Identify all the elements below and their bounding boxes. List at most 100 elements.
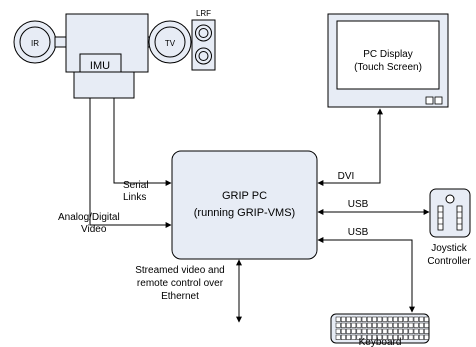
keyboard-key bbox=[398, 334, 403, 340]
keyboard-key bbox=[424, 334, 429, 340]
tv-label: TV bbox=[165, 39, 176, 48]
keyboard-key bbox=[366, 328, 372, 334]
keyboard-key bbox=[382, 322, 388, 328]
ethernet-link: Streamed video and remote control over E… bbox=[135, 259, 242, 323]
keyboard-key bbox=[382, 334, 388, 340]
dvi-label: DVI bbox=[338, 171, 355, 182]
keyboard-key bbox=[340, 322, 346, 328]
keyboard-key bbox=[340, 328, 346, 334]
joystick-label-line2: Controller bbox=[427, 256, 471, 267]
keyboard-key bbox=[413, 328, 419, 334]
usb-joystick-link: USB bbox=[317, 199, 430, 215]
keyboard-key bbox=[356, 328, 362, 334]
keyboard-key bbox=[392, 316, 398, 322]
keyboard-key bbox=[351, 316, 357, 322]
keyboard-key bbox=[361, 316, 367, 322]
ir-camera: IR bbox=[13, 20, 57, 64]
keyboard-key bbox=[377, 328, 383, 334]
keyboard-key bbox=[382, 316, 388, 322]
keyboard-key bbox=[403, 328, 409, 334]
ir-label: IR bbox=[31, 39, 39, 48]
keyboard-key bbox=[387, 334, 393, 340]
grip-pc-title: GRIP PC bbox=[222, 190, 267, 202]
keyboard-keys bbox=[335, 316, 429, 340]
pc-display: PC Display (Touch Screen) bbox=[327, 13, 449, 108]
keyboard-key bbox=[335, 316, 341, 322]
video-label-line2: Video bbox=[81, 224, 107, 235]
keyboard-key bbox=[387, 328, 393, 334]
keyboard-key bbox=[413, 316, 419, 322]
keyboard-key bbox=[351, 328, 357, 334]
keyboard-key bbox=[377, 316, 383, 322]
video-label-line1: Analog/Digital bbox=[58, 212, 120, 223]
keyboard-key bbox=[372, 334, 377, 340]
keyboard-key bbox=[408, 328, 414, 334]
usb-keyboard-label: USB bbox=[348, 227, 369, 238]
lrf-device: LRF bbox=[191, 9, 216, 71]
tv-camera: TV bbox=[148, 20, 192, 64]
keyboard-key bbox=[398, 316, 403, 322]
keyboard-key bbox=[377, 334, 383, 340]
grip-pc: GRIP PC (running GRIP-VMS) bbox=[171, 150, 318, 260]
keyboard-key bbox=[335, 328, 341, 334]
keyboard-key bbox=[361, 322, 367, 328]
keyboard-key bbox=[413, 334, 419, 340]
keyboard-key bbox=[424, 322, 429, 328]
serial-label-line2: Links bbox=[123, 192, 146, 203]
keyboard-key bbox=[346, 328, 351, 334]
keyboard-key bbox=[356, 316, 362, 322]
lrf-label: LRF bbox=[196, 9, 211, 18]
keyboard-key bbox=[366, 334, 372, 340]
keyboard-key bbox=[346, 316, 351, 322]
ethernet-label-line3: Ethernet bbox=[161, 291, 199, 302]
ir-mount bbox=[54, 36, 67, 48]
keyboard-key bbox=[392, 328, 398, 334]
keyboard-key bbox=[372, 316, 377, 322]
keyboard-key bbox=[366, 316, 372, 322]
keyboard-key bbox=[403, 322, 409, 328]
keyboard-key bbox=[398, 322, 403, 328]
joystick-controller: Joystick Controller bbox=[427, 188, 471, 267]
keyboard-key bbox=[403, 316, 409, 322]
keyboard-key bbox=[361, 334, 367, 340]
keyboard-key bbox=[361, 328, 367, 334]
serial-link: Serial Links bbox=[113, 98, 172, 203]
keyboard-key bbox=[340, 334, 346, 340]
keyboard-key bbox=[418, 322, 424, 328]
keyboard-key bbox=[356, 334, 362, 340]
imu-label: IMU bbox=[90, 60, 110, 72]
keyboard-key bbox=[424, 316, 429, 322]
keyboard-key bbox=[392, 334, 398, 340]
keyboard-key bbox=[377, 322, 383, 328]
keyboard-label: Keyboard bbox=[359, 337, 402, 347]
keyboard-key bbox=[392, 322, 398, 328]
serial-label-line1: Serial bbox=[123, 180, 149, 191]
keyboard-key bbox=[346, 322, 351, 328]
keyboard-key bbox=[351, 322, 357, 328]
keyboard-key bbox=[340, 316, 346, 322]
keyboard-key bbox=[403, 334, 409, 340]
pc-display-title: PC Display bbox=[363, 49, 412, 60]
joystick-label-line1: Joystick bbox=[431, 243, 468, 254]
keyboard-key bbox=[335, 322, 341, 328]
keyboard-key bbox=[366, 322, 372, 328]
keyboard-key bbox=[382, 328, 388, 334]
keyboard: Keyboard bbox=[330, 313, 430, 347]
keyboard-key bbox=[335, 334, 341, 340]
sensor-pedestal bbox=[73, 71, 135, 99]
keyboard-key bbox=[372, 328, 377, 334]
keyboard-key bbox=[387, 322, 393, 328]
keyboard-key bbox=[372, 322, 377, 328]
dvi-link: DVI bbox=[317, 108, 383, 186]
keyboard-key bbox=[398, 328, 403, 334]
keyboard-key bbox=[418, 334, 424, 340]
keyboard-key bbox=[387, 316, 393, 322]
keyboard-key bbox=[418, 328, 424, 334]
keyboard-key bbox=[408, 334, 414, 340]
keyboard-key bbox=[424, 328, 429, 334]
keyboard-key bbox=[408, 316, 414, 322]
ethernet-label-line2: remote control over bbox=[137, 278, 224, 289]
usb-joystick-label: USB bbox=[348, 199, 369, 210]
